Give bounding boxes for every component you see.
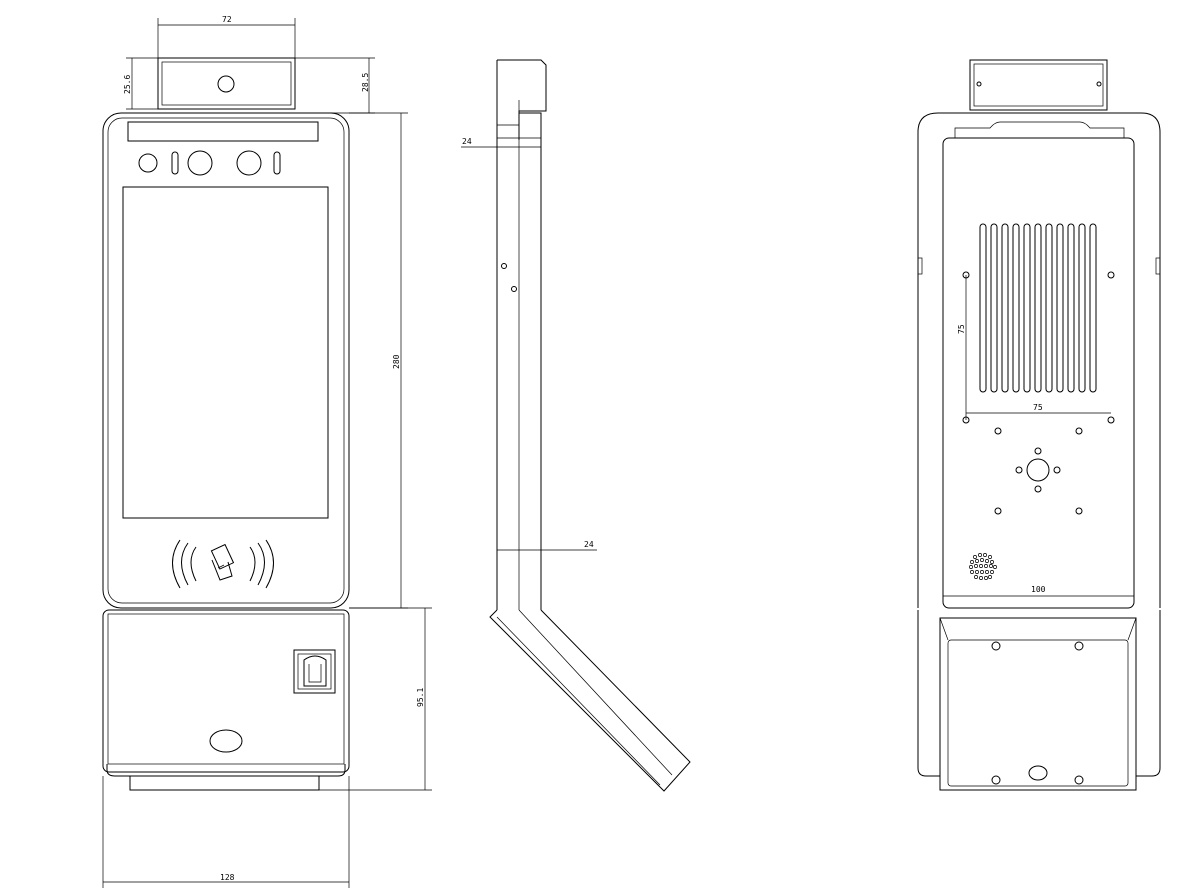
front-light-bar bbox=[127, 121, 319, 142]
front-camera-lens bbox=[217, 75, 235, 93]
back-mount-plate bbox=[942, 137, 1135, 609]
front-camera-left bbox=[187, 150, 213, 176]
back-view bbox=[917, 59, 1161, 791]
back-cable-hole bbox=[1026, 458, 1050, 482]
back-speaker-grille bbox=[969, 553, 997, 580]
dim-24-top: 24 bbox=[462, 137, 472, 146]
front-display-screen bbox=[122, 186, 329, 519]
back-base-bracket bbox=[917, 610, 1161, 791]
front-camera-module bbox=[157, 57, 296, 110]
side-view bbox=[489, 59, 691, 792]
front-dimensions: 72 25.6 28.5 280 95.1 128 bbox=[102, 15, 432, 888]
front-sensor-1 bbox=[138, 153, 158, 173]
front-base-button bbox=[209, 729, 243, 753]
dim-128: 128 bbox=[220, 873, 235, 882]
dim-75-vertical: 75 bbox=[957, 324, 966, 334]
dim-75-horizontal: 75 bbox=[1033, 403, 1043, 412]
front-main-panel bbox=[102, 112, 350, 609]
side-angled-base bbox=[489, 609, 691, 792]
dim-25-6: 25.6 bbox=[123, 75, 132, 94]
side-dimensions: 24 24 bbox=[461, 137, 597, 556]
back-camera-plate bbox=[969, 59, 1108, 111]
dim-100: 100 bbox=[1031, 585, 1046, 594]
dim-280: 280 bbox=[392, 354, 401, 369]
front-base bbox=[102, 609, 350, 773]
fingerprint-reader-icon bbox=[293, 649, 336, 694]
dim-95-1: 95.1 bbox=[416, 688, 425, 707]
front-camera-right bbox=[236, 150, 262, 176]
side-camera-block bbox=[497, 59, 547, 140]
dim-24-bottom: 24 bbox=[584, 540, 594, 549]
dim-72: 72 bbox=[222, 15, 232, 24]
front-view bbox=[102, 57, 350, 791]
back-vent-grille bbox=[979, 223, 1097, 393]
dim-28-5: 28.5 bbox=[361, 73, 370, 92]
back-outer-frame bbox=[917, 112, 1161, 608]
back-dimensions: 75 75 100 bbox=[943, 275, 1134, 597]
nfc-contactless-card-icon bbox=[172, 539, 274, 589]
